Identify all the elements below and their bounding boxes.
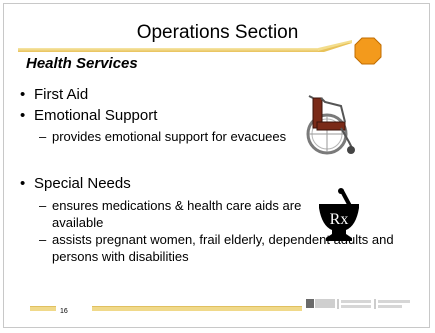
- sub-bullet-item: –assists pregnant women, frail elderly, …: [39, 231, 424, 265]
- section-subtitle: Health Services: [26, 55, 138, 72]
- sub-bullet-text: ensures medications & health care aids a…: [52, 198, 302, 230]
- bullet-item: • Emotional Support: [20, 107, 157, 124]
- rx-mortar-pestle-icon: Rx: [319, 188, 359, 241]
- bullet-dot: •: [20, 86, 26, 103]
- wheelchair-icon: [306, 95, 355, 155]
- footer-bar: [92, 306, 302, 311]
- title-underline: [18, 48, 318, 52]
- bullet-text: Emotional Support: [34, 107, 158, 124]
- footer-bar-left: [30, 306, 56, 311]
- bullet-text: First Aid: [34, 86, 89, 103]
- sub-bullet-dash: –: [39, 232, 47, 247]
- svg-text:Rx: Rx: [330, 211, 349, 228]
- bullet-dot: •: [20, 107, 26, 124]
- bullet-dot: •: [20, 175, 26, 192]
- bullet-text: Special Needs: [34, 175, 131, 192]
- slide-frame: [3, 3, 430, 328]
- octagon-stop-icon: [354, 37, 382, 65]
- bullet-item: • Special Needs: [20, 175, 131, 192]
- organization-logo: [306, 299, 410, 309]
- slide-title: Operations Section: [136, 22, 299, 43]
- sub-bullet-dash: –: [39, 129, 47, 144]
- bullet-item: • First Aid: [20, 86, 88, 103]
- sub-bullet-item: –ensures medications & health care aids …: [39, 197, 312, 231]
- page-number: 16: [60, 308, 68, 315]
- sub-bullet-text: provides emotional support for evacuees: [52, 129, 287, 144]
- sub-bullet-item: –provides emotional support for evacuees: [39, 128, 292, 145]
- sub-bullet-dash: –: [39, 198, 47, 213]
- sub-bullet-text: assists pregnant women, frail elderly, d…: [52, 232, 394, 264]
- title-underline-fade: [318, 40, 352, 52]
